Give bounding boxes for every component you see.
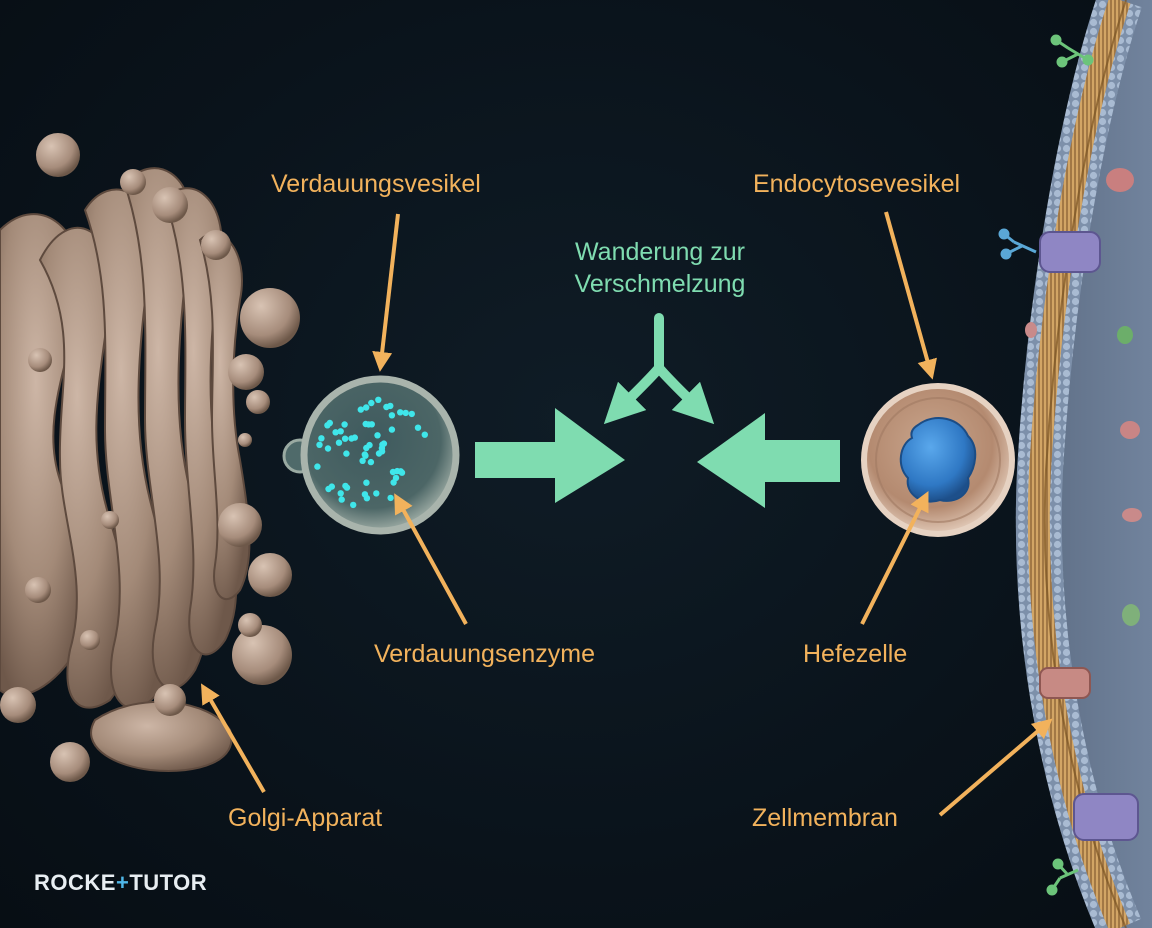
enzyme-dot	[373, 490, 380, 497]
enzyme-dot	[361, 451, 368, 458]
logo-plus: +	[115, 870, 130, 895]
label-digestive-vesicle: Verdauungsvesikel	[271, 170, 481, 198]
label-endocytosis-vesicle: Endocytosevesikel	[753, 170, 961, 198]
pointer-golgi	[200, 683, 266, 794]
golgi-apparatus	[0, 133, 300, 782]
enzyme-dot	[368, 399, 375, 407]
enzyme-dot	[388, 426, 396, 433]
enzyme-dot	[363, 404, 370, 411]
enzyme-dot	[378, 448, 386, 455]
pointer-endocytosis-vesicle	[884, 211, 937, 380]
enzyme-dot	[397, 409, 404, 416]
enzyme-dot	[318, 435, 325, 442]
enzyme-dot	[383, 403, 390, 411]
endocytosis-vesicle	[861, 383, 1015, 537]
arrow-left	[697, 413, 840, 508]
enzyme-dot	[337, 428, 344, 435]
label-cell-membrane: Zellmembran	[752, 804, 898, 832]
brand-logo: ROCKE+TUTOR	[34, 870, 207, 896]
enzyme-dot	[348, 435, 355, 442]
pointer-arrows	[200, 211, 1053, 817]
migration-fork-arrow	[603, 313, 715, 425]
label-digestive-enzymes: Verdauungsenzyme	[374, 640, 595, 668]
logo-part2: TUTOR	[129, 870, 208, 895]
enzyme-dot	[366, 441, 373, 449]
enzyme-dot	[324, 445, 332, 452]
enzyme-dot	[402, 409, 409, 417]
enzyme-dot	[421, 431, 428, 438]
digestive-vesicle	[282, 375, 460, 535]
enzyme-dot	[365, 421, 372, 428]
enzyme-dot	[374, 432, 381, 439]
pointer-enzymes	[394, 493, 468, 625]
enzyme-dot	[408, 410, 415, 418]
enzyme-dot	[375, 396, 382, 403]
enzyme-dot	[357, 406, 364, 413]
enzyme-dot	[359, 457, 366, 464]
cell-membrane	[998, 0, 1152, 928]
enzyme-dot	[387, 494, 394, 502]
enzyme-dot	[332, 429, 339, 436]
enzyme-dot	[338, 496, 345, 503]
enzyme-dot	[350, 501, 357, 509]
enzyme-dot	[363, 495, 371, 502]
enzyme-dot	[325, 485, 332, 493]
label-golgi: Golgi-Apparat	[228, 804, 383, 832]
enzyme-dot	[335, 439, 343, 446]
logo-part1: ROCKE	[34, 870, 116, 895]
enzyme-dot	[343, 450, 350, 457]
enzyme-dot	[337, 490, 344, 497]
label-migration-line2: Verschmelzung	[574, 270, 746, 298]
enzyme-dot	[394, 467, 401, 475]
enzyme-dot	[341, 421, 348, 428]
enzyme-dot	[367, 458, 375, 466]
enzyme-dot	[326, 419, 333, 427]
yeast-cell-shape	[899, 417, 977, 503]
enzyme-dot	[363, 479, 370, 486]
enzyme-dot	[314, 463, 321, 470]
pointer-yeast	[860, 491, 929, 625]
pointer-digestive-vesicle	[372, 213, 400, 372]
enzyme-dot	[316, 441, 323, 448]
enzyme-dot	[414, 424, 422, 431]
label-yeast-cell: Hefezelle	[803, 640, 908, 668]
pointer-membrane	[938, 718, 1053, 817]
label-migration: Wanderung zur Verschmelzung	[544, 236, 776, 300]
enzyme-dot	[392, 474, 400, 482]
label-migration-line1: Wanderung zur	[575, 238, 745, 266]
arrow-right	[475, 408, 625, 503]
enzyme-dot	[342, 482, 349, 490]
enzyme-dot	[388, 412, 396, 419]
enzyme-dot	[341, 435, 349, 442]
enzyme-particles	[314, 396, 428, 509]
